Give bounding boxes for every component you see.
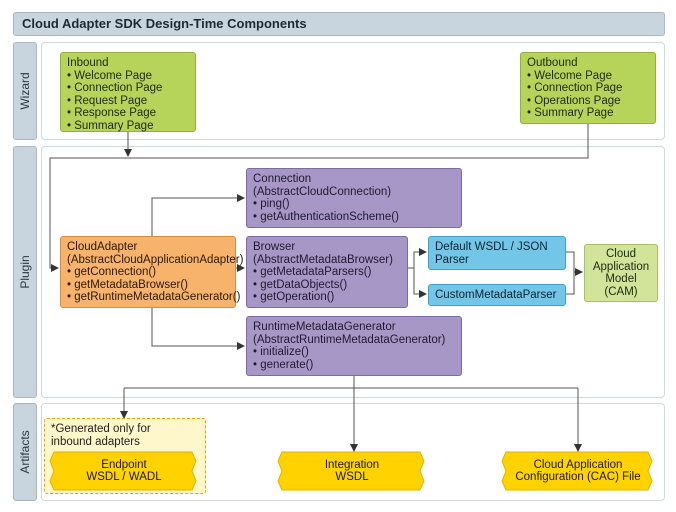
outbound-item-summary: • Summary Page (527, 107, 614, 119)
cac-artifact-shape (501, 451, 653, 491)
inbound-title: Inbound (67, 57, 109, 69)
diagram-title: Cloud Adapter SDK Design-Time Components (13, 12, 665, 36)
integration-artifact: Integration WSDL (276, 451, 428, 491)
outbound-box: Outbound • Welcome Page • Connection Pag… (520, 52, 656, 124)
default-parser-box: Default WSDL / JSON Parser (428, 236, 566, 270)
cam-box: Cloud Application Model (CAM) (584, 244, 658, 302)
inbound-box: Inbound • Welcome Page • Connection Page… (60, 52, 196, 132)
browser-title: Browser (253, 241, 296, 253)
custom-parser-box: CustomMetadataParser (428, 284, 566, 306)
default-parser-line1: Default WSDL / JSON (435, 241, 548, 253)
cloud-adapter-title: CloudAdapter (67, 241, 138, 253)
connection-title: Connection (253, 173, 312, 185)
connection-item-ping: • ping() (253, 198, 290, 210)
outbound-title: Outbound (527, 57, 578, 69)
inbound-item-welcome: • Welcome Page (67, 69, 152, 82)
runtime-generator-subtitle: (AbstractRuntimeMetadataGenerator) (253, 333, 446, 346)
browser-box: Browser (AbstractMetadataBrowser) • getM… (246, 236, 408, 308)
outbound-item-connection: • Connection Page (527, 82, 623, 94)
cam-line3: Model (605, 273, 637, 285)
browser-item-data-objects: • getDataObjects() (253, 278, 348, 291)
custom-parser-label: CustomMetadataParser (435, 289, 557, 301)
outbound-item-welcome: • Welcome Page (527, 69, 612, 82)
connection-item-auth: • getAuthenticationScheme() (253, 210, 399, 223)
browser-item-parsers: • getMetadataParsers() (253, 266, 372, 278)
wizard-to-adapter-line (49, 124, 589, 272)
cloud-adapter-subtitle: (AbstractCloudApplicationAdapter) (67, 253, 244, 266)
integration-artifact-shape (277, 451, 425, 491)
cloud-adapter-item-runtime: • getRuntimeMetadataGenerator() (67, 291, 241, 303)
endpoint-artifact-shape (49, 451, 197, 491)
note-line2: inbound adapters (51, 435, 140, 448)
adapter-to-connection-arrow (151, 194, 245, 236)
cloud-adapter-item-browser: • getMetadataBrowser() (67, 278, 188, 291)
endpoint-line2: WSDL / WADL (86, 471, 162, 483)
default-parser-to-cam-arrow (566, 251, 583, 276)
cac-line2: Configuration (CAC) File (515, 471, 641, 483)
cac-artifact: Cloud Application Configuration (CAC) Fi… (500, 451, 656, 491)
cam-line4: (CAM) (604, 285, 638, 298)
integration-line2: WSDL (335, 471, 369, 483)
outbound-item-operations: • Operations Page (527, 94, 621, 107)
cac-line1: Cloud Application (533, 458, 623, 471)
inbound-item-connection: • Connection Page (67, 82, 163, 94)
note-text: *Generated only for inbound adapters (45, 419, 205, 452)
browser-subtitle: (AbstractMetadataBrowser) (253, 253, 393, 266)
lane-label-artifacts: Artifacts (13, 403, 37, 501)
lane-label-wizard: Wizard (13, 42, 37, 140)
cam-line1: Cloud (605, 248, 637, 260)
inbound-item-response: • Response Page (67, 107, 157, 119)
inbound-item-summary: • Summary Page (67, 119, 154, 132)
cloud-adapter-box: CloudAdapter (AbstractCloudApplicationAd… (60, 236, 244, 308)
default-parser-line2: Parser (435, 253, 469, 266)
note-line1: *Generated only for (51, 423, 151, 435)
endpoint-line1: Endpoint (101, 458, 147, 471)
connection-box: Connection (AbstractCloudConnection) • p… (246, 168, 462, 228)
cam-line2: Application (592, 260, 650, 273)
lane-label-plugin: Plugin (13, 146, 37, 398)
cloud-adapter-item-connection: • getConnection() (67, 266, 157, 278)
browser-to-default-parser-arrow (408, 248, 427, 269)
integration-line1: Integration (324, 458, 380, 471)
adapter-to-runtime-arrow (151, 308, 245, 350)
runtime-generator-box: RuntimeMetadataGenerator (AbstractRuntim… (246, 316, 462, 376)
custom-parser-to-cam-line (566, 272, 575, 295)
runtime-generator-title: RuntimeMetadataGenerator (253, 321, 396, 333)
runtime-generator-item-generate: • generate() (253, 358, 314, 371)
browser-item-operation: • getOperation() (253, 291, 335, 303)
endpoint-artifact: Endpoint WSDL / WADL (48, 451, 200, 491)
inbound-item-request: • Request Page (67, 94, 148, 107)
runtime-generator-item-initialize: • initialize() (253, 346, 309, 358)
connection-subtitle: (AbstractCloudConnection) (253, 185, 392, 198)
browser-to-custom-parser-arrow (413, 268, 427, 298)
